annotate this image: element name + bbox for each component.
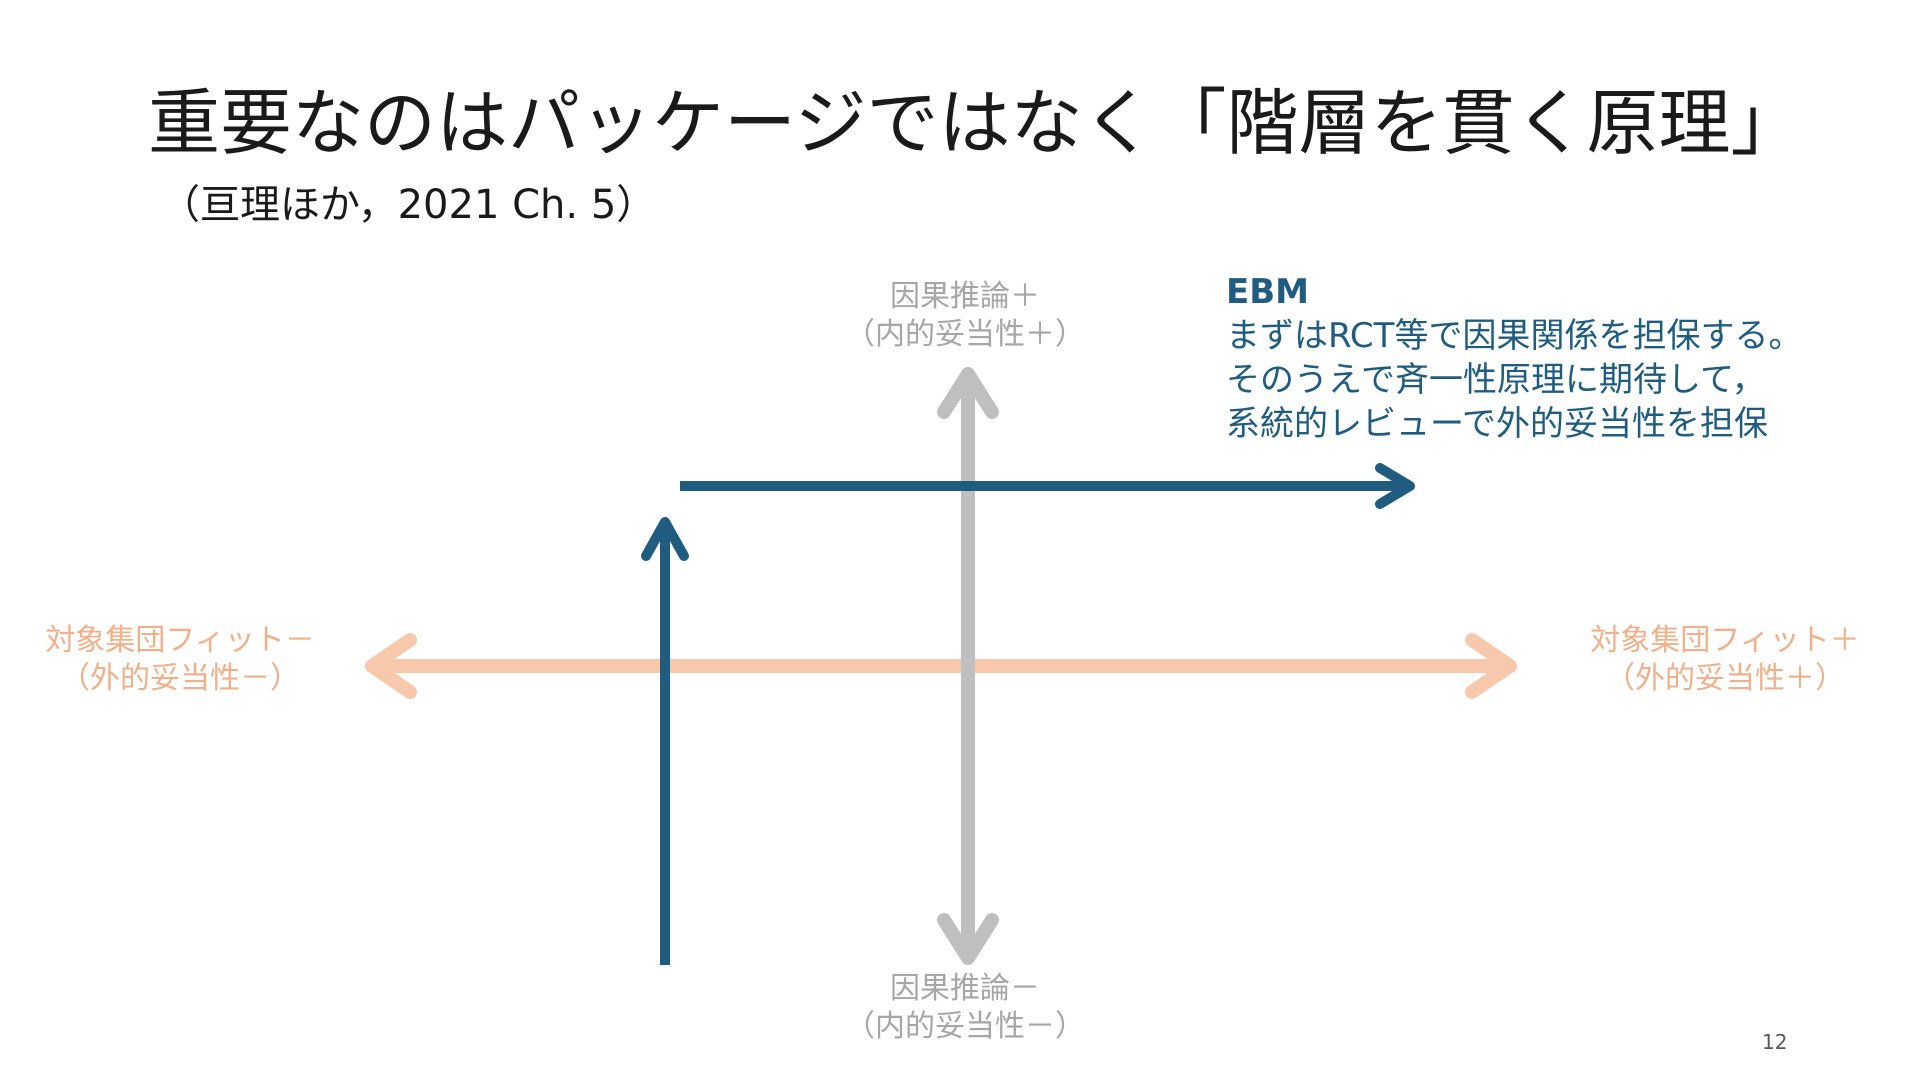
population-fit-plus-line1: 対象集団フィット＋: [1590, 623, 1860, 658]
population-fit-plus-label: 対象集団フィット＋ （外的妥当性＋）: [1555, 622, 1895, 698]
ebm-line-2: そのうえで斉一性原理に期待して，: [1226, 360, 1766, 400]
causal-inference-minus-label: 因果推論－ （内的妥当性－）: [830, 970, 1100, 1046]
causal-inference-plus-line2: （内的妥当性＋）: [845, 317, 1085, 352]
population-fit-plus-line2: （外的妥当性＋）: [1605, 661, 1845, 696]
population-fit-minus-line2: （外的妥当性－）: [60, 661, 300, 696]
ebm-title: EBM: [1226, 272, 1309, 312]
causal-inference-plus-label: 因果推論＋ （内的妥当性＋）: [830, 278, 1100, 354]
causal-inference-minus-line1: 因果推論－: [890, 971, 1040, 1006]
slide-title: 重要なのはパッケージではなく「階層を貫く原理」: [148, 81, 1803, 165]
ebm-line-3: 系統的レビューで外的妥当性を担保: [1226, 404, 1768, 444]
population-fit-minus-line1: 対象集団フィット－: [45, 623, 315, 658]
slide-subtitle: （亘理ほか，2021 Ch. 5）: [160, 182, 657, 228]
causal-inference-minus-line2: （内的妥当性－）: [845, 1009, 1085, 1044]
ebm-line-1: まずはRCT等で因果関係を担保する。: [1226, 316, 1803, 356]
causal-inference-plus-line1: 因果推論＋: [890, 279, 1040, 314]
page-number: 12: [1762, 1030, 1788, 1054]
ebm-annotation: EBM まずはRCT等で因果関係を担保する。 そのうえで斉一性原理に期待して， …: [1226, 270, 1802, 446]
ebm-path-arrow: [641, 463, 1415, 965]
horizontal-axis-arrow: [365, 633, 1517, 699]
vertical-axis-arrow: [937, 367, 999, 965]
population-fit-minus-label: 対象集団フィット－ （外的妥当性－）: [10, 622, 350, 698]
